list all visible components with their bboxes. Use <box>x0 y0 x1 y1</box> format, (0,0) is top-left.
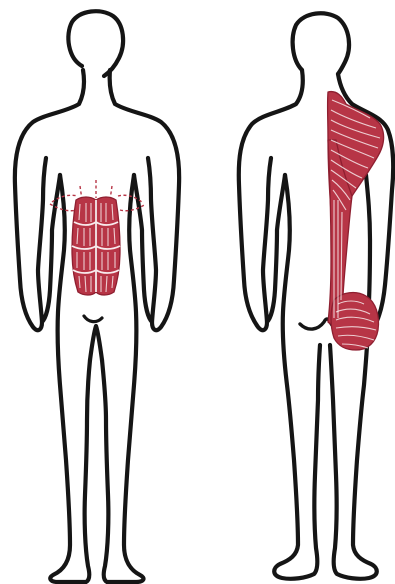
back-left-torso-leg <box>274 175 320 579</box>
front-head-outline <box>68 11 123 76</box>
back-figure <box>239 13 393 579</box>
back-head-outline <box>293 13 349 74</box>
front-navel-mark <box>84 316 102 322</box>
back-left-outline <box>239 70 303 330</box>
back-right-leg-outline <box>330 320 377 579</box>
back-muscles <box>328 92 384 350</box>
front-crotch-outline <box>90 326 102 360</box>
front-figure <box>15 11 179 582</box>
